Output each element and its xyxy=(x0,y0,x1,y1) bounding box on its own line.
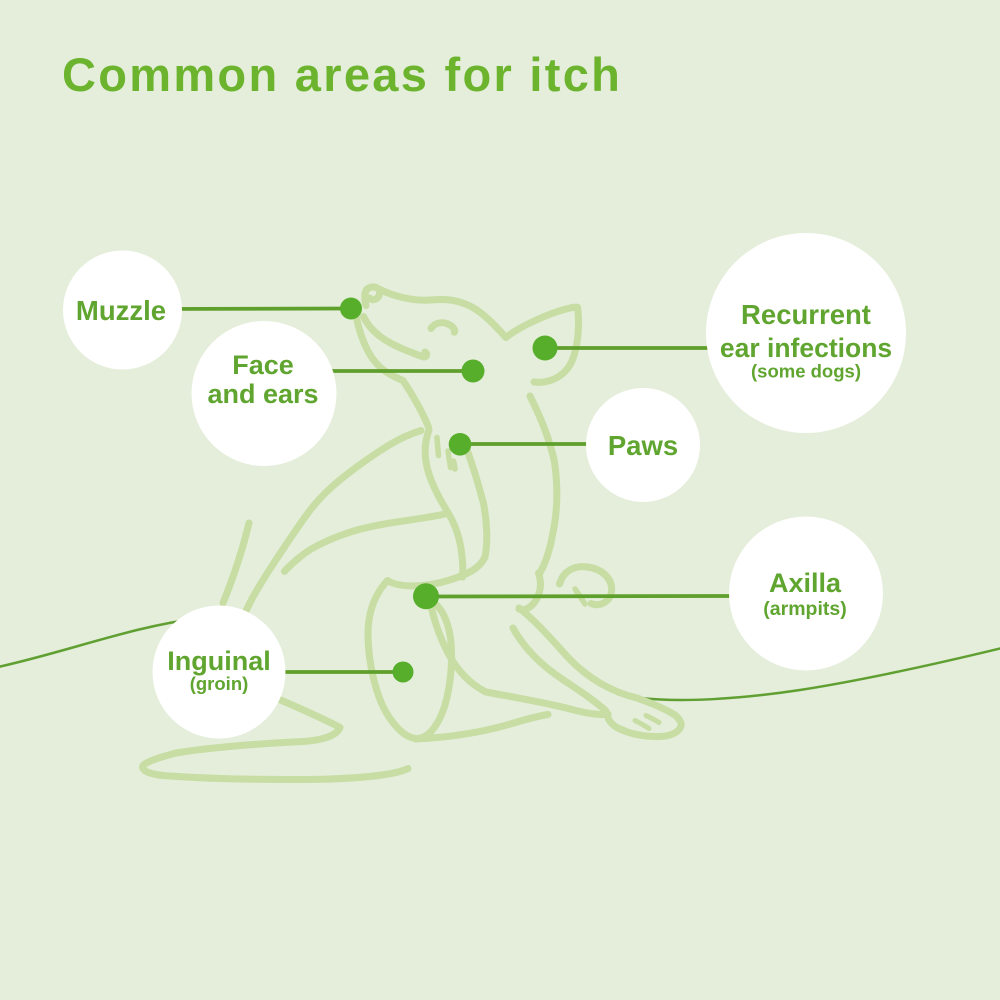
svg-text:(some dogs): (some dogs) xyxy=(751,361,861,382)
svg-text:Paws: Paws xyxy=(608,430,678,461)
svg-text:Inguinal: Inguinal xyxy=(167,646,271,676)
svg-text:Recurrent: Recurrent xyxy=(741,299,871,330)
svg-text:ear infections: ear infections xyxy=(720,333,892,363)
svg-text:Muzzle: Muzzle xyxy=(76,295,166,326)
svg-text:Common areas for itch: Common areas for itch xyxy=(62,48,622,101)
svg-text:(groin): (groin) xyxy=(190,673,249,694)
svg-text:Face: Face xyxy=(232,350,294,380)
svg-text:Axilla: Axilla xyxy=(769,568,842,598)
svg-text:and ears: and ears xyxy=(207,379,318,409)
svg-text:(armpits): (armpits) xyxy=(763,598,846,620)
